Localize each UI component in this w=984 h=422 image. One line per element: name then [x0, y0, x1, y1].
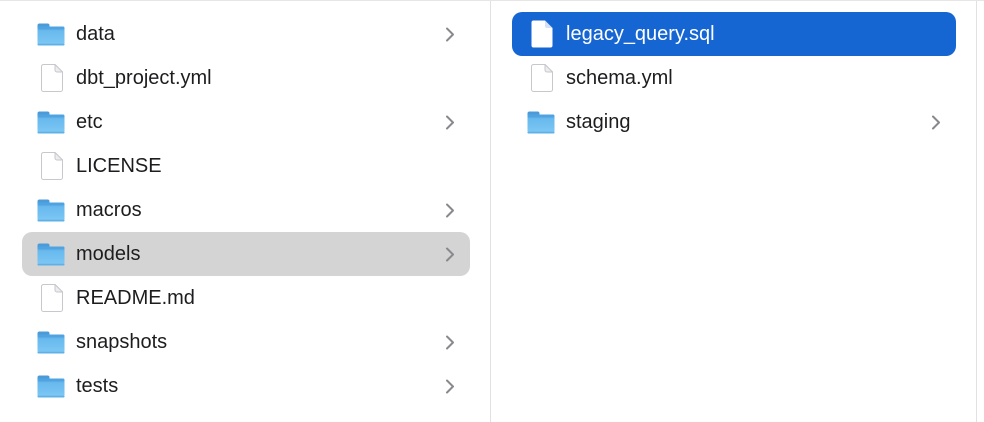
- chevron-right-icon: [446, 335, 454, 349]
- item-label: staging: [566, 110, 631, 133]
- folder-icon: [37, 23, 65, 45]
- folder-icon: [527, 111, 555, 133]
- row-icon-cell: [527, 108, 555, 136]
- item-label: LICENSE: [76, 154, 162, 177]
- row-chevron-cell: [443, 378, 455, 395]
- row-chevron-cell: [929, 114, 941, 131]
- item-label: data: [76, 22, 115, 45]
- folder-icon: [37, 243, 65, 265]
- row-data[interactable]: data: [22, 12, 470, 56]
- row-icon-cell: [37, 20, 65, 48]
- finder-column-right: legacy_query.sql schema.yml staging: [491, 1, 977, 422]
- chevron-right-icon: [446, 247, 454, 261]
- chevron-right-icon: [446, 115, 454, 129]
- row-chevron-cell: [443, 202, 455, 219]
- row-staging[interactable]: staging: [512, 100, 956, 144]
- row-chevron-cell: [443, 246, 455, 263]
- file-icon: [40, 284, 63, 312]
- row-chevron-cell: [443, 114, 455, 131]
- finder-column-next-empty: [977, 1, 984, 422]
- item-label: models: [76, 242, 141, 265]
- item-label: dbt_project.yml: [76, 66, 212, 89]
- file-icon: [40, 64, 63, 92]
- item-label: etc: [76, 110, 103, 133]
- item-label: macros: [76, 198, 142, 221]
- row-chevron-cell: [443, 26, 455, 43]
- chevron-right-icon: [446, 379, 454, 393]
- item-label: legacy_query.sql: [566, 22, 715, 45]
- row-icon-cell: [37, 152, 65, 180]
- chevron-right-icon: [446, 203, 454, 217]
- row-icon-cell: [527, 20, 555, 48]
- row-icon-cell: [37, 108, 65, 136]
- row-icon-cell: [37, 64, 65, 92]
- folder-icon: [37, 111, 65, 133]
- chevron-right-icon: [446, 27, 454, 41]
- row-schema-yml[interactable]: schema.yml: [512, 56, 956, 100]
- row-models-selected[interactable]: models: [22, 232, 470, 276]
- folder-icon: [37, 199, 65, 221]
- row-chevron-cell: [443, 334, 455, 351]
- row-legacy-query-sql-selected[interactable]: legacy_query.sql: [512, 12, 956, 56]
- folder-icon: [37, 331, 65, 353]
- row-macros[interactable]: macros: [22, 188, 470, 232]
- row-icon-cell: [37, 240, 65, 268]
- row-icon-cell: [37, 196, 65, 224]
- row-icon-cell: [37, 328, 65, 356]
- row-icon-cell: [527, 64, 555, 92]
- item-label: README.md: [76, 286, 195, 309]
- row-tests[interactable]: tests: [22, 364, 470, 408]
- file-icon: [531, 20, 552, 48]
- chevron-right-icon: [932, 115, 940, 129]
- row-icon-cell: [37, 372, 65, 400]
- item-label: snapshots: [76, 330, 168, 353]
- row-dbt-project-yml[interactable]: dbt_project.yml: [22, 56, 470, 100]
- finder-column-left: data dbt_project.yml etc: [0, 1, 491, 422]
- row-etc[interactable]: etc: [22, 100, 470, 144]
- item-label: tests: [76, 374, 119, 397]
- row-readme-md[interactable]: README.md: [22, 276, 470, 320]
- file-icon: [40, 152, 63, 180]
- row-snapshots[interactable]: snapshots: [22, 320, 470, 364]
- item-label: schema.yml: [566, 66, 673, 89]
- row-license[interactable]: LICENSE: [22, 144, 470, 188]
- file-icon: [530, 64, 553, 92]
- row-icon-cell: [37, 284, 65, 312]
- folder-icon: [37, 375, 65, 397]
